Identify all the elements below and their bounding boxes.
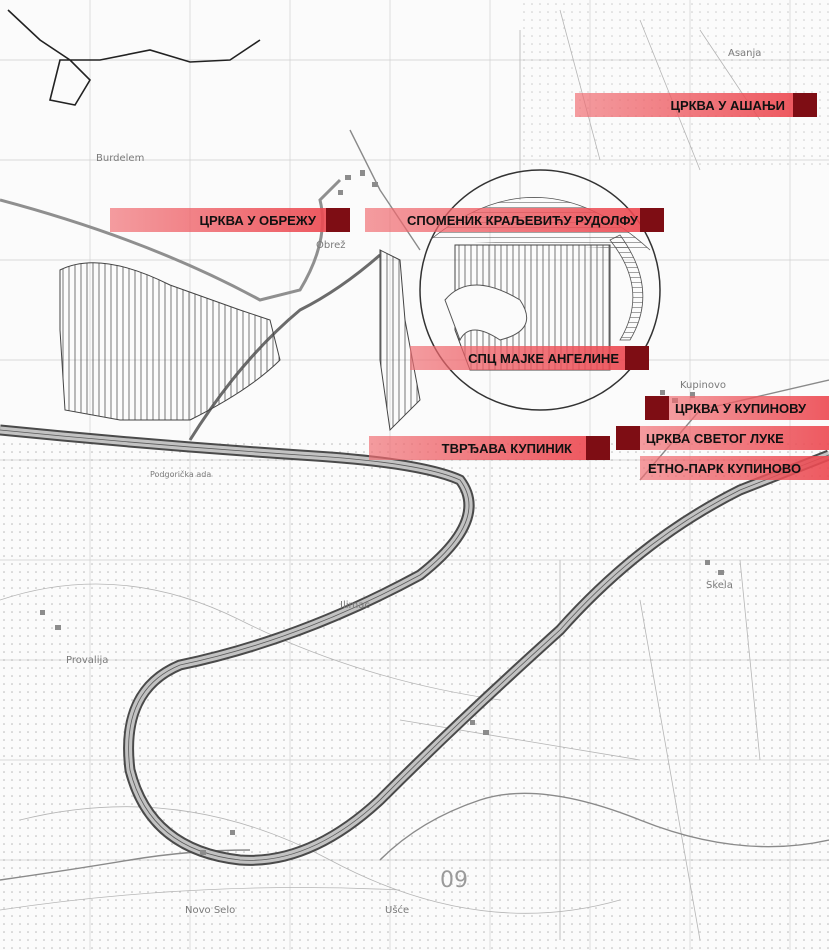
marker-label: ЕТНО-ПАРК КУПИНОВО [648, 460, 802, 476]
marker-bar [575, 93, 793, 117]
poi-marker-etno-park[interactable]: ЕТНО-ПАРК КУПИНОВО [640, 456, 829, 480]
marker-bar [640, 426, 829, 450]
poi-marker-crkva-luke[interactable]: ЦРКВА СВЕТОГ ЛУКЕ [616, 426, 829, 450]
marker-square-icon [640, 208, 664, 232]
marker-square-icon [793, 93, 817, 117]
poi-marker-spc-majke[interactable]: СПЦ МАЈКЕ АНГЕЛИНЕ [410, 346, 649, 370]
place-name: Skela [706, 580, 733, 591]
marker-square-icon [645, 396, 669, 420]
marker-bar [110, 208, 326, 232]
settlement-blocks [40, 170, 724, 855]
marker-label: ЦРКВА У АШАЊИ [670, 97, 785, 113]
marker-label: СПЦ МАЈКЕ АНГЕЛИНЕ [468, 350, 619, 366]
poi-marker-crkva-asanja[interactable]: ЦРКВА У АШАЊИ [575, 93, 817, 117]
poi-marker-crkva-obrez[interactable]: ЦРКВА У ОБРЕЖУ [110, 208, 350, 232]
marker-bar [640, 456, 829, 480]
marker-bar [410, 346, 625, 370]
marker-bar [669, 396, 829, 420]
place-name: Obrež [316, 240, 346, 251]
place-name: Burdelem [96, 153, 145, 164]
place-name: Podgorička ada [150, 470, 212, 479]
place-name: Ilimac [340, 600, 370, 611]
marker-label: ТВРЂАВА КУПИНИК [441, 440, 572, 456]
map-sheet-number: 09 [440, 868, 468, 893]
protected-areas [59, 244, 611, 432]
place-name: Kupinovo [680, 380, 727, 391]
marker-label: ЦРКВА У ОБРЕЖУ [199, 212, 317, 228]
poi-marker-crkva-kupinovo[interactable]: ЦРКВА У КУПИНОВУ [645, 396, 829, 420]
marker-label: СПОМЕНИК КРАЉЕВИЋУ РУДОЛФУ [407, 212, 638, 228]
marker-bar [369, 436, 586, 460]
marker-square-icon [586, 436, 610, 460]
marker-square-icon [616, 426, 640, 450]
place-name: Asanja [728, 48, 762, 59]
sava-river [0, 424, 829, 866]
poi-marker-spomenik[interactable]: СПОМЕНИК КРАЉЕВИЋУ РУДОЛФУ [365, 208, 664, 232]
marker-square-icon [625, 346, 649, 370]
field-boundaries [0, 9, 761, 941]
marker-bar [365, 208, 640, 232]
marker-square-icon [326, 208, 350, 232]
boundary-line [7, 9, 261, 106]
place-name: Provalija [66, 655, 109, 666]
place-name: Ušće [385, 905, 410, 916]
marker-label: ЦРКВА СВЕТОГ ЛУКЕ [646, 430, 784, 446]
marker-label: ЦРКВА У КУПИНОВУ [675, 400, 807, 416]
place-name: Novo Selo [185, 905, 236, 916]
poi-marker-tvrdjava[interactable]: ТВРЂАВА КУПИНИК [369, 436, 610, 460]
